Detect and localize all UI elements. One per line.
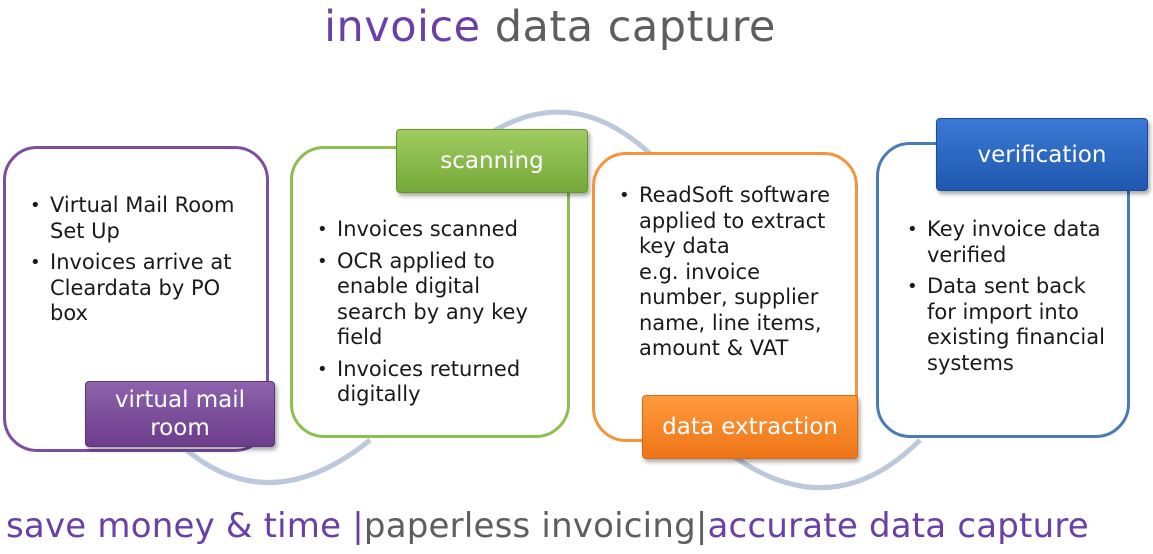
step-card-data-extraction: ReadSoft software applied to extract key…: [592, 152, 858, 442]
tagline-separator: |: [695, 506, 708, 546]
tagline-part-2: paperless invoicing: [363, 506, 696, 546]
label-line: data extraction: [662, 414, 838, 440]
step-label-verification: verification: [936, 118, 1148, 191]
loop-arc-bottom-right: [723, 438, 922, 490]
step-label-scanning: scanning: [396, 129, 588, 193]
bullet-item: ReadSoft software applied to extract key…: [617, 183, 845, 362]
bullet-list: Virtual Mail Room Set Up Invoices arrive…: [28, 193, 252, 327]
bullet-item: Invoices returned digitally: [315, 357, 553, 408]
bullet-list: ReadSoft software applied to extract key…: [617, 183, 845, 362]
bullet-list: Key invoice data verified Data sent back…: [905, 217, 1117, 376]
step-label-virtual-mail-room: virtual mail room: [85, 381, 275, 447]
loop-arc-bottom-left: [173, 438, 372, 485]
bullet-extra-text: e.g. invoice number, supplier name, line…: [639, 259, 822, 361]
bullet-text: ReadSoft software applied to extract key…: [639, 183, 831, 258]
step-label-data-extraction: data extraction: [642, 395, 858, 459]
bullet-list: Invoices scanned OCR applied to enable d…: [315, 217, 553, 408]
bullet-item: Key invoice data verified: [905, 217, 1117, 268]
step-card-verification: Key invoice data verified Data sent back…: [876, 142, 1130, 438]
label-line: scanning: [440, 148, 544, 174]
diagram-title: invoice data capture: [0, 2, 1100, 52]
label-line: virtual mail: [114, 387, 246, 413]
label-line: room: [150, 415, 210, 441]
title-rest: data capture: [494, 2, 776, 52]
bullet-item: Data sent back for import into existing …: [905, 274, 1117, 376]
step-card-scanning: Invoices scanned OCR applied to enable d…: [290, 146, 570, 438]
bullet-item: Virtual Mail Room Set Up: [28, 193, 252, 244]
tagline-footer: save money & time |paperless invoicing|a…: [6, 506, 1089, 546]
tagline-separator: |: [352, 506, 364, 546]
tagline-part-3: accurate data capture: [707, 506, 1089, 546]
tagline-part-1: save money & time: [6, 506, 353, 546]
bullet-item: Invoices arrive at Cleardata by PO box: [28, 250, 252, 327]
label-line: verification: [977, 141, 1107, 168]
bullet-item: Invoices scanned: [315, 217, 553, 243]
bullet-item: OCR applied to enable digital search by …: [315, 249, 553, 351]
title-highlight: invoice: [324, 2, 481, 52]
